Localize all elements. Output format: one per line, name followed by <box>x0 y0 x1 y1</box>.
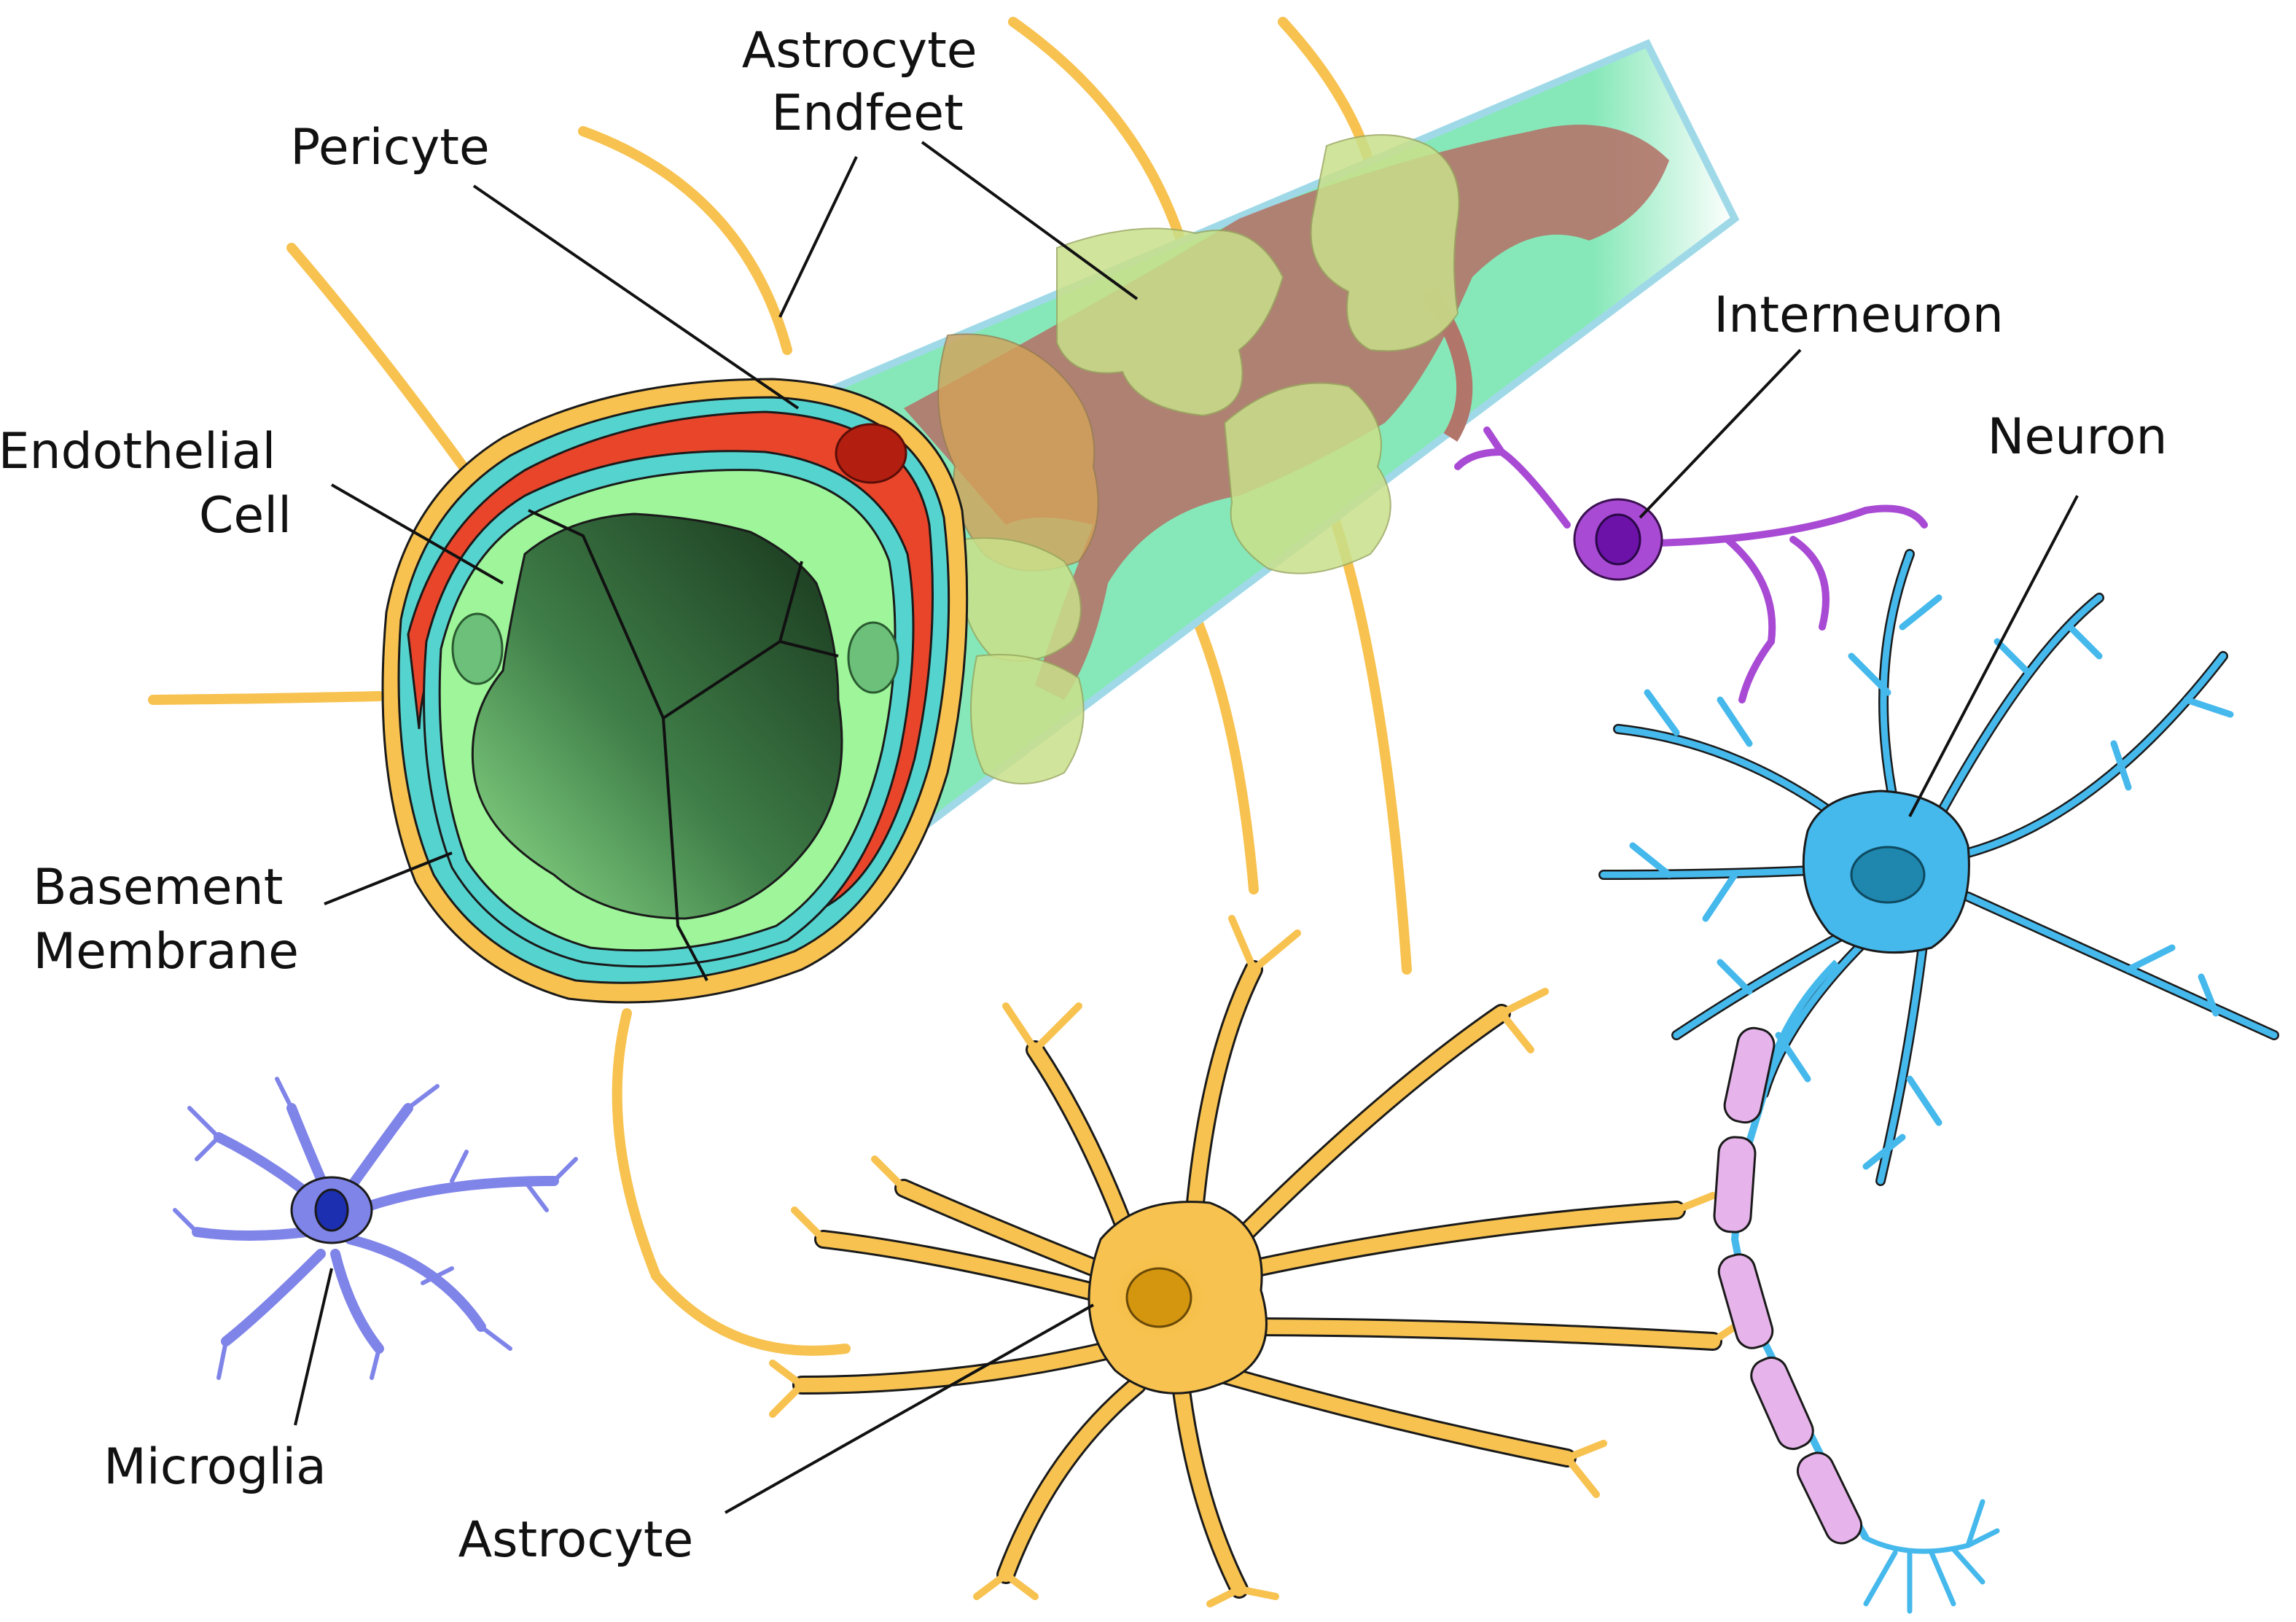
endfoot <box>1223 382 1391 574</box>
label-endothelial-cell-line1: Endothelial <box>0 423 276 480</box>
label-basement-membrane: Basement Membrane <box>33 859 299 980</box>
blood-vessel <box>782 39 1740 838</box>
endfoot <box>970 654 1085 784</box>
label-endothelial-cell: Endothelial Cell <box>0 423 292 545</box>
label-pericyte: Pericyte <box>290 119 489 176</box>
endothelial-nucleus <box>451 612 504 685</box>
label-astrocyte-endfeet-line1: Astrocyte <box>742 22 977 79</box>
vessel-cross-section <box>381 378 969 1004</box>
leader-microglia <box>294 1268 333 1426</box>
leader-astrocyte-endfeet-b <box>921 141 1139 300</box>
label-microglia: Microglia <box>104 1438 327 1496</box>
vessel-lumen <box>471 512 843 920</box>
astrocyte-cell <box>769 915 1738 1607</box>
label-astrocyte-endfeet-line2: Endfeet <box>771 85 964 142</box>
label-endothelial-cell-line2: Cell <box>199 487 292 545</box>
endfoot <box>961 537 1082 662</box>
leader-lines <box>294 141 2079 1514</box>
leader-neuron <box>1908 495 2079 817</box>
leader-astrocyte <box>725 1303 1094 1514</box>
label-astrocyte-endfeet: Astrocyte Endfeet <box>742 22 993 142</box>
neuron-nucleus <box>1850 846 1926 904</box>
neuron-cell <box>1598 549 2279 1614</box>
label-interneuron: Interneuron <box>1714 286 2004 344</box>
microglia-cell <box>173 1077 578 1380</box>
label-astrocyte: Astrocyte <box>458 1511 694 1569</box>
microglia-nucleus <box>314 1188 349 1232</box>
leader-astrocyte-endfeet-a <box>778 156 858 318</box>
endothelial-nucleus <box>847 621 899 694</box>
endfoot <box>1310 134 1460 352</box>
astrocyte-nucleus <box>1125 1267 1192 1328</box>
endfoot <box>937 333 1099 572</box>
interneuron-cell <box>1454 426 1928 703</box>
leader-basement-membrane <box>324 851 453 905</box>
endothelial-junctions <box>528 509 839 981</box>
leader-pericyte <box>472 184 800 410</box>
labels: Astrocyte Endfeet Pericyte Interneuron N… <box>0 22 2167 1569</box>
pericyte-nucleus <box>835 423 907 484</box>
myelin-sheath <box>1713 1026 1863 1545</box>
leader-endothelial-cell <box>331 483 504 585</box>
label-basement-membrane-line2: Membrane <box>34 923 299 980</box>
leader-interneuron <box>1639 348 1802 519</box>
label-basement-membrane-line1: Basement <box>33 859 283 916</box>
interneuron-nucleus <box>1595 513 1641 566</box>
endfoot <box>1056 227 1284 417</box>
label-neuron: Neuron <box>1988 408 2168 466</box>
